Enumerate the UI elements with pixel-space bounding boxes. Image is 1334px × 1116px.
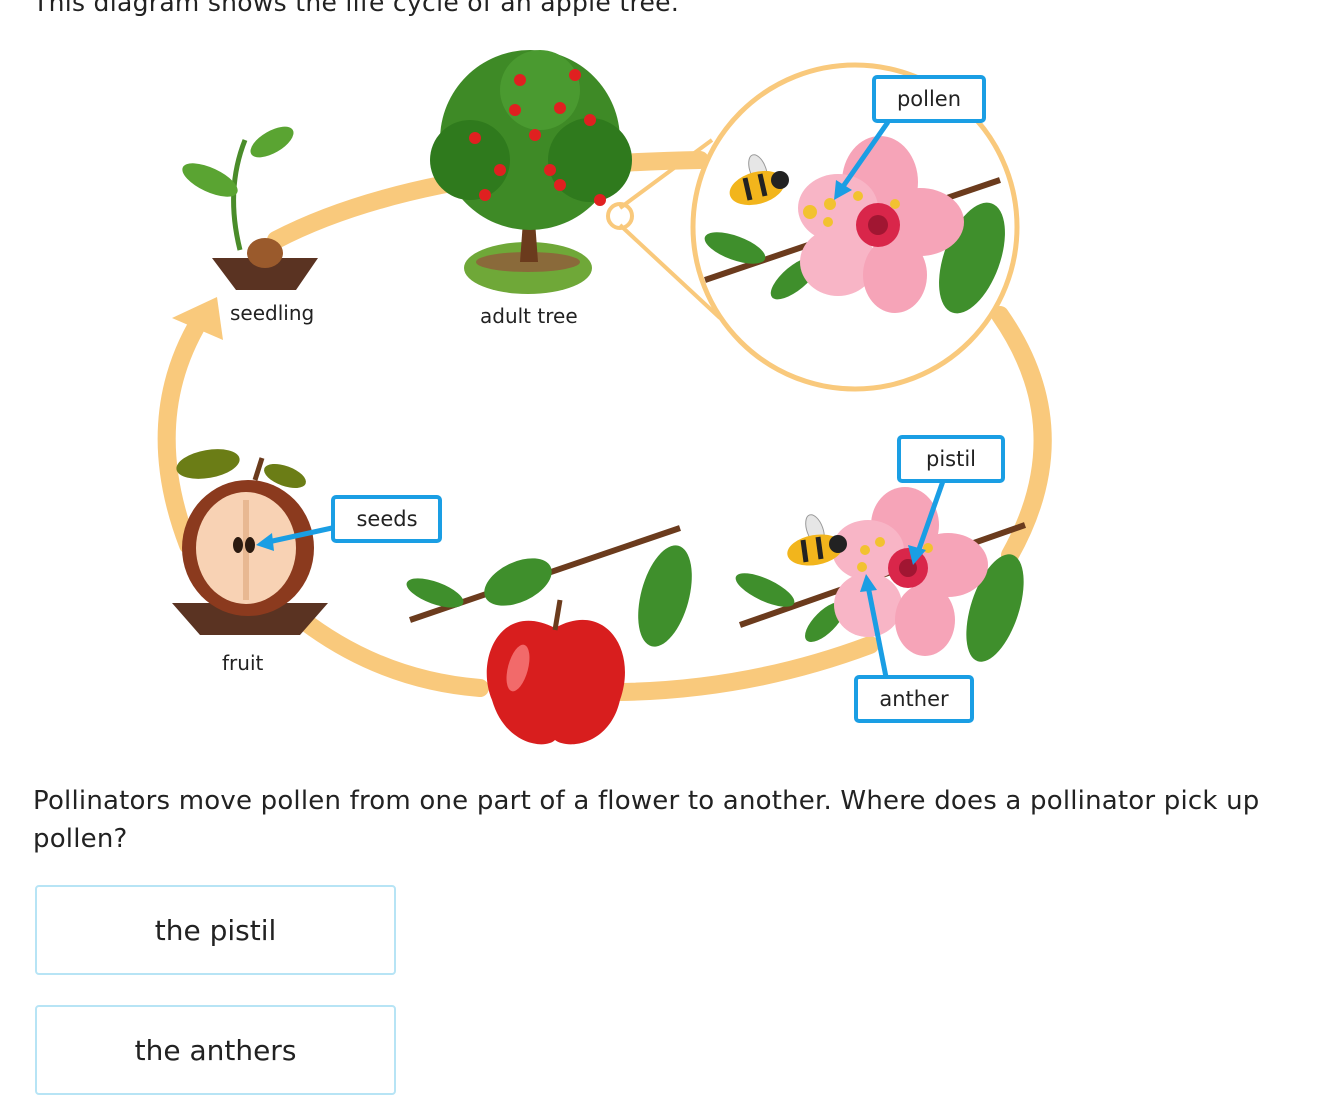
adult-tree-illustration	[430, 50, 632, 294]
choice-the-anthers[interactable]: the anthers	[35, 1005, 396, 1095]
callout-anther-label: anther	[879, 687, 949, 711]
callout-pollen-label: pollen	[897, 87, 961, 111]
question-text: Pollinators move pollen from one part of…	[33, 786, 1260, 854]
zoom-connector	[606, 138, 722, 320]
life-cycle-diagram: seedling adult tree	[157, 50, 1052, 745]
stage-label-seedling: seedling	[230, 301, 314, 325]
callout-pollen: pollen	[872, 75, 986, 123]
callout-seeds: seeds	[331, 495, 442, 543]
cycle-arrowhead	[172, 297, 223, 340]
bee-icon	[729, 154, 789, 206]
callout-anther: anther	[854, 675, 974, 723]
flowering-branch-illustration	[735, 487, 1026, 662]
callout-seeds-label: seeds	[356, 507, 417, 531]
choice-the-pistil[interactable]: the pistil	[35, 885, 396, 975]
seedling-illustration	[182, 126, 318, 290]
tree-apples	[469, 69, 606, 206]
callout-pistil: pistil	[897, 435, 1005, 483]
choice-label: the anthers	[134, 1033, 297, 1067]
choice-label: the pistil	[154, 913, 277, 947]
stage-label-fruit: fruit	[222, 651, 263, 675]
fruit-illustration	[172, 449, 328, 635]
callout-pistil-label: pistil	[926, 447, 976, 471]
intro-text: This diagram shows the life cycle of an …	[33, 0, 680, 17]
apple-illustration	[406, 525, 692, 745]
zoomed-blossom	[704, 136, 1005, 314]
bee-icon-2	[787, 514, 847, 566]
callout-arrows	[256, 120, 946, 678]
stage-label-adult-tree: adult tree	[480, 304, 578, 328]
